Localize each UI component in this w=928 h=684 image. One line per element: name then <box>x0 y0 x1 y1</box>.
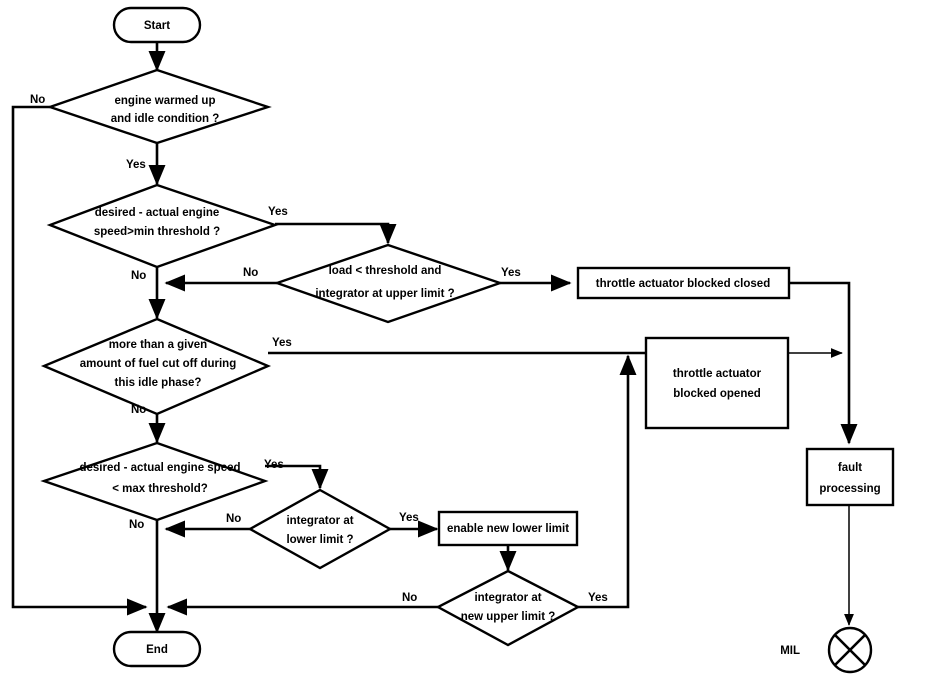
process-enable-new-lower-limit <box>437 510 579 547</box>
label-d5-yes: Yes <box>264 459 284 471</box>
decision-load-threshold <box>273 243 504 324</box>
edge-d1-no <box>11 105 148 616</box>
p3-line1: fault <box>838 462 862 474</box>
p4-label: enable new lower limit <box>447 523 569 535</box>
process-throttle-blocked-opened <box>644 336 790 430</box>
start-terminator <box>112 6 202 44</box>
label-d6-yes: Yes <box>399 512 419 524</box>
end-label: End <box>146 644 168 656</box>
process-fault-processing <box>805 447 895 507</box>
decision-integrator-lower-limit <box>247 488 393 570</box>
process-throttle-blocked-closed <box>576 266 791 300</box>
label-d1-no: No <box>30 94 45 106</box>
decision-engine-warmed-up <box>46 68 272 145</box>
d4-line3: this idle phase? <box>115 377 202 389</box>
d5-line1: desired - actual engine speed <box>79 462 240 474</box>
label-d7-no: No <box>402 592 417 604</box>
label-d4-yes: Yes <box>272 337 292 349</box>
p1-label: throttle actuator blocked closed <box>596 278 770 290</box>
d7-line1: integrator at <box>474 592 541 604</box>
edge-d7-yes <box>578 354 637 609</box>
label-d3-no: No <box>243 267 258 279</box>
start-label: Start <box>144 20 170 32</box>
label-d6-no: No <box>226 513 241 525</box>
label-d2-no: No <box>131 270 146 282</box>
mil-cross-icon <box>834 634 866 666</box>
d2-line2: speed>min threshold ? <box>94 226 220 238</box>
p2-line2: blocked opened <box>673 388 761 400</box>
label-d7-yes: Yes <box>588 592 608 604</box>
d2-line1: desired - actual engine <box>95 207 220 219</box>
d4-line2: amount of fuel cut off during <box>80 358 237 370</box>
d3-line1: load < threshold and <box>329 265 442 277</box>
decision-integrator-new-upper-limit <box>435 569 581 647</box>
d6-line1: integrator at <box>286 515 353 527</box>
decision-speed-max-threshold <box>40 441 269 522</box>
label-d2-yes: Yes <box>268 206 288 218</box>
d4-line1: more than a given <box>109 339 207 351</box>
edge-d5-yes <box>265 464 329 490</box>
edge-d2-yes <box>275 222 397 245</box>
edge-p1-to-fault <box>789 281 858 445</box>
decision-fuel-cut-off <box>40 317 272 416</box>
label-d4-no: No <box>131 404 146 416</box>
d6-line2: lower limit ? <box>286 534 353 546</box>
label-d1-yes: Yes <box>126 159 146 171</box>
p3-line2: processing <box>819 483 880 495</box>
d3-line2: integrator at upper limit ? <box>315 288 454 300</box>
mil-label: MIL <box>780 645 800 657</box>
p2-line1: throttle actuator <box>673 368 762 380</box>
d1-line2: and idle condition ? <box>111 113 220 125</box>
d1-line1: engine warmed up <box>115 95 216 107</box>
d7-line2: new upper limit ? <box>461 611 556 623</box>
end-terminator <box>112 630 202 668</box>
label-d5-no: No <box>129 519 144 531</box>
d5-line2: < max threshold? <box>112 483 208 495</box>
decision-speed-min-threshold <box>46 183 279 269</box>
label-d3-yes: Yes <box>501 267 521 279</box>
